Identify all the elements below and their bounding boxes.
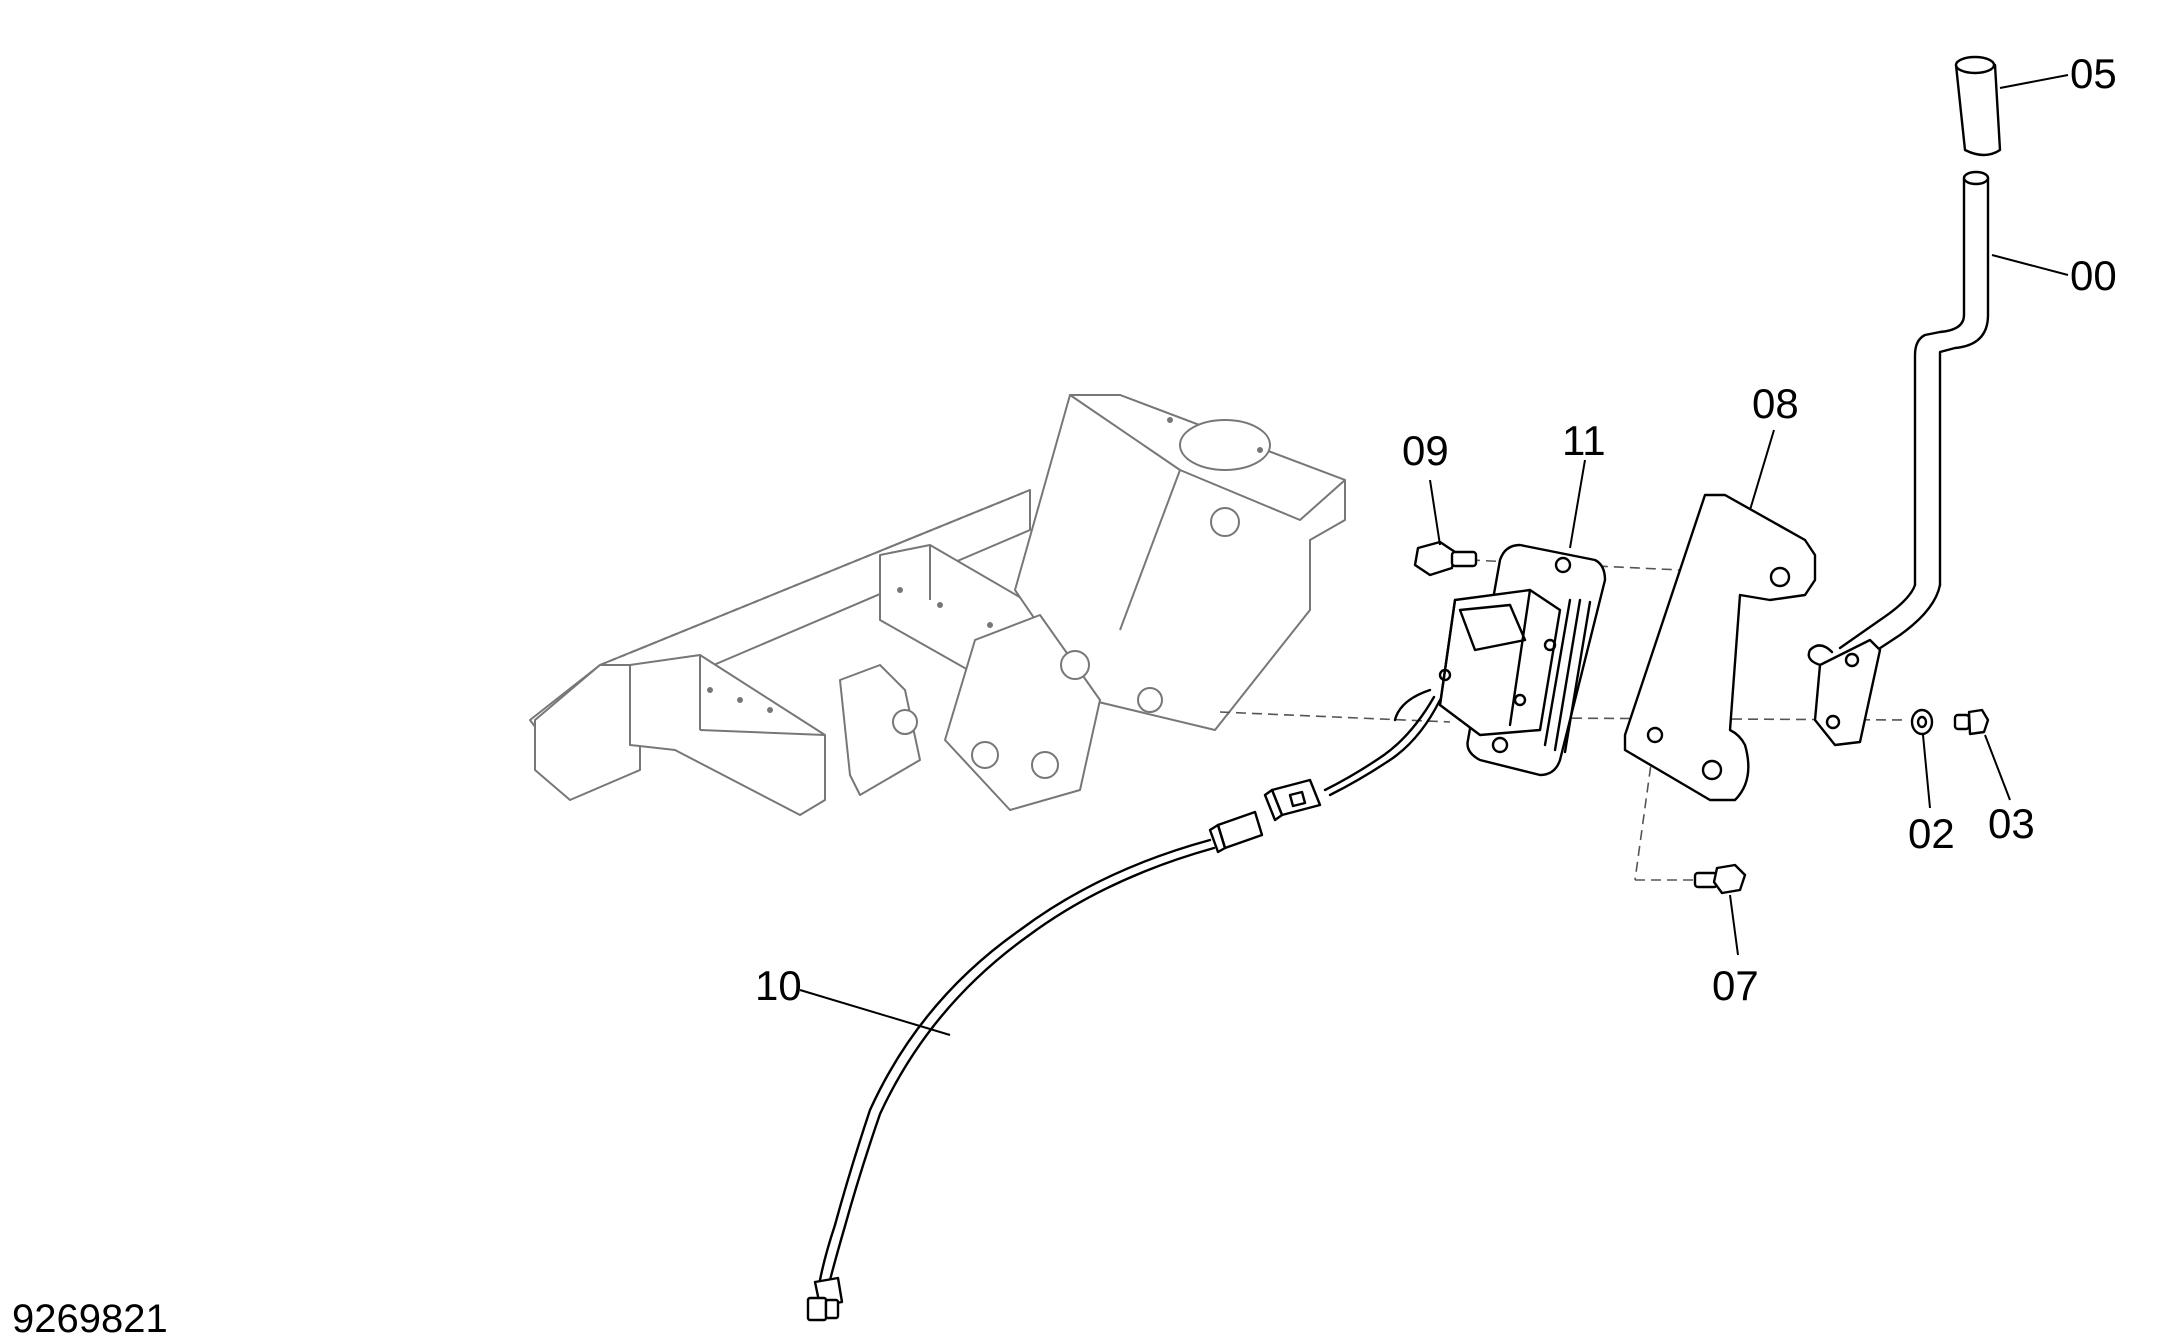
callout-09: 09	[1402, 427, 1449, 474]
lever-rod-part-00	[1807, 170, 1990, 747]
bracket-plate-part-08	[1623, 493, 1817, 802]
leader-lines	[799, 74, 2069, 1036]
callout-07: 07	[1712, 962, 1759, 1009]
callout-10: 10	[755, 962, 802, 1009]
callout-02: 02	[1908, 810, 1955, 857]
washer-part-02	[1910, 708, 1934, 736]
callout-03: 03	[1988, 800, 2035, 847]
drawing-number: 9269821	[12, 1297, 168, 1340]
callout-labels: 05 00 08 09 11 02 03 07 10	[755, 50, 2117, 1009]
callout-05: 05	[2070, 50, 2117, 97]
bolt-part-07	[1693, 863, 1747, 895]
callout-11: 11	[1562, 417, 1606, 464]
knob-part-05	[1954, 55, 2002, 157]
callout-00: 00	[2070, 252, 2117, 299]
wire-harness-part-10	[806, 810, 1264, 1322]
mounting-frame	[529, 394, 1346, 816]
nut-part-03	[1953, 708, 1990, 736]
switch-connector	[1263, 778, 1322, 822]
switch-assembly-part-11	[1323, 543, 1607, 797]
callout-08: 08	[1752, 380, 1799, 427]
bolt-part-09	[1413, 540, 1478, 577]
